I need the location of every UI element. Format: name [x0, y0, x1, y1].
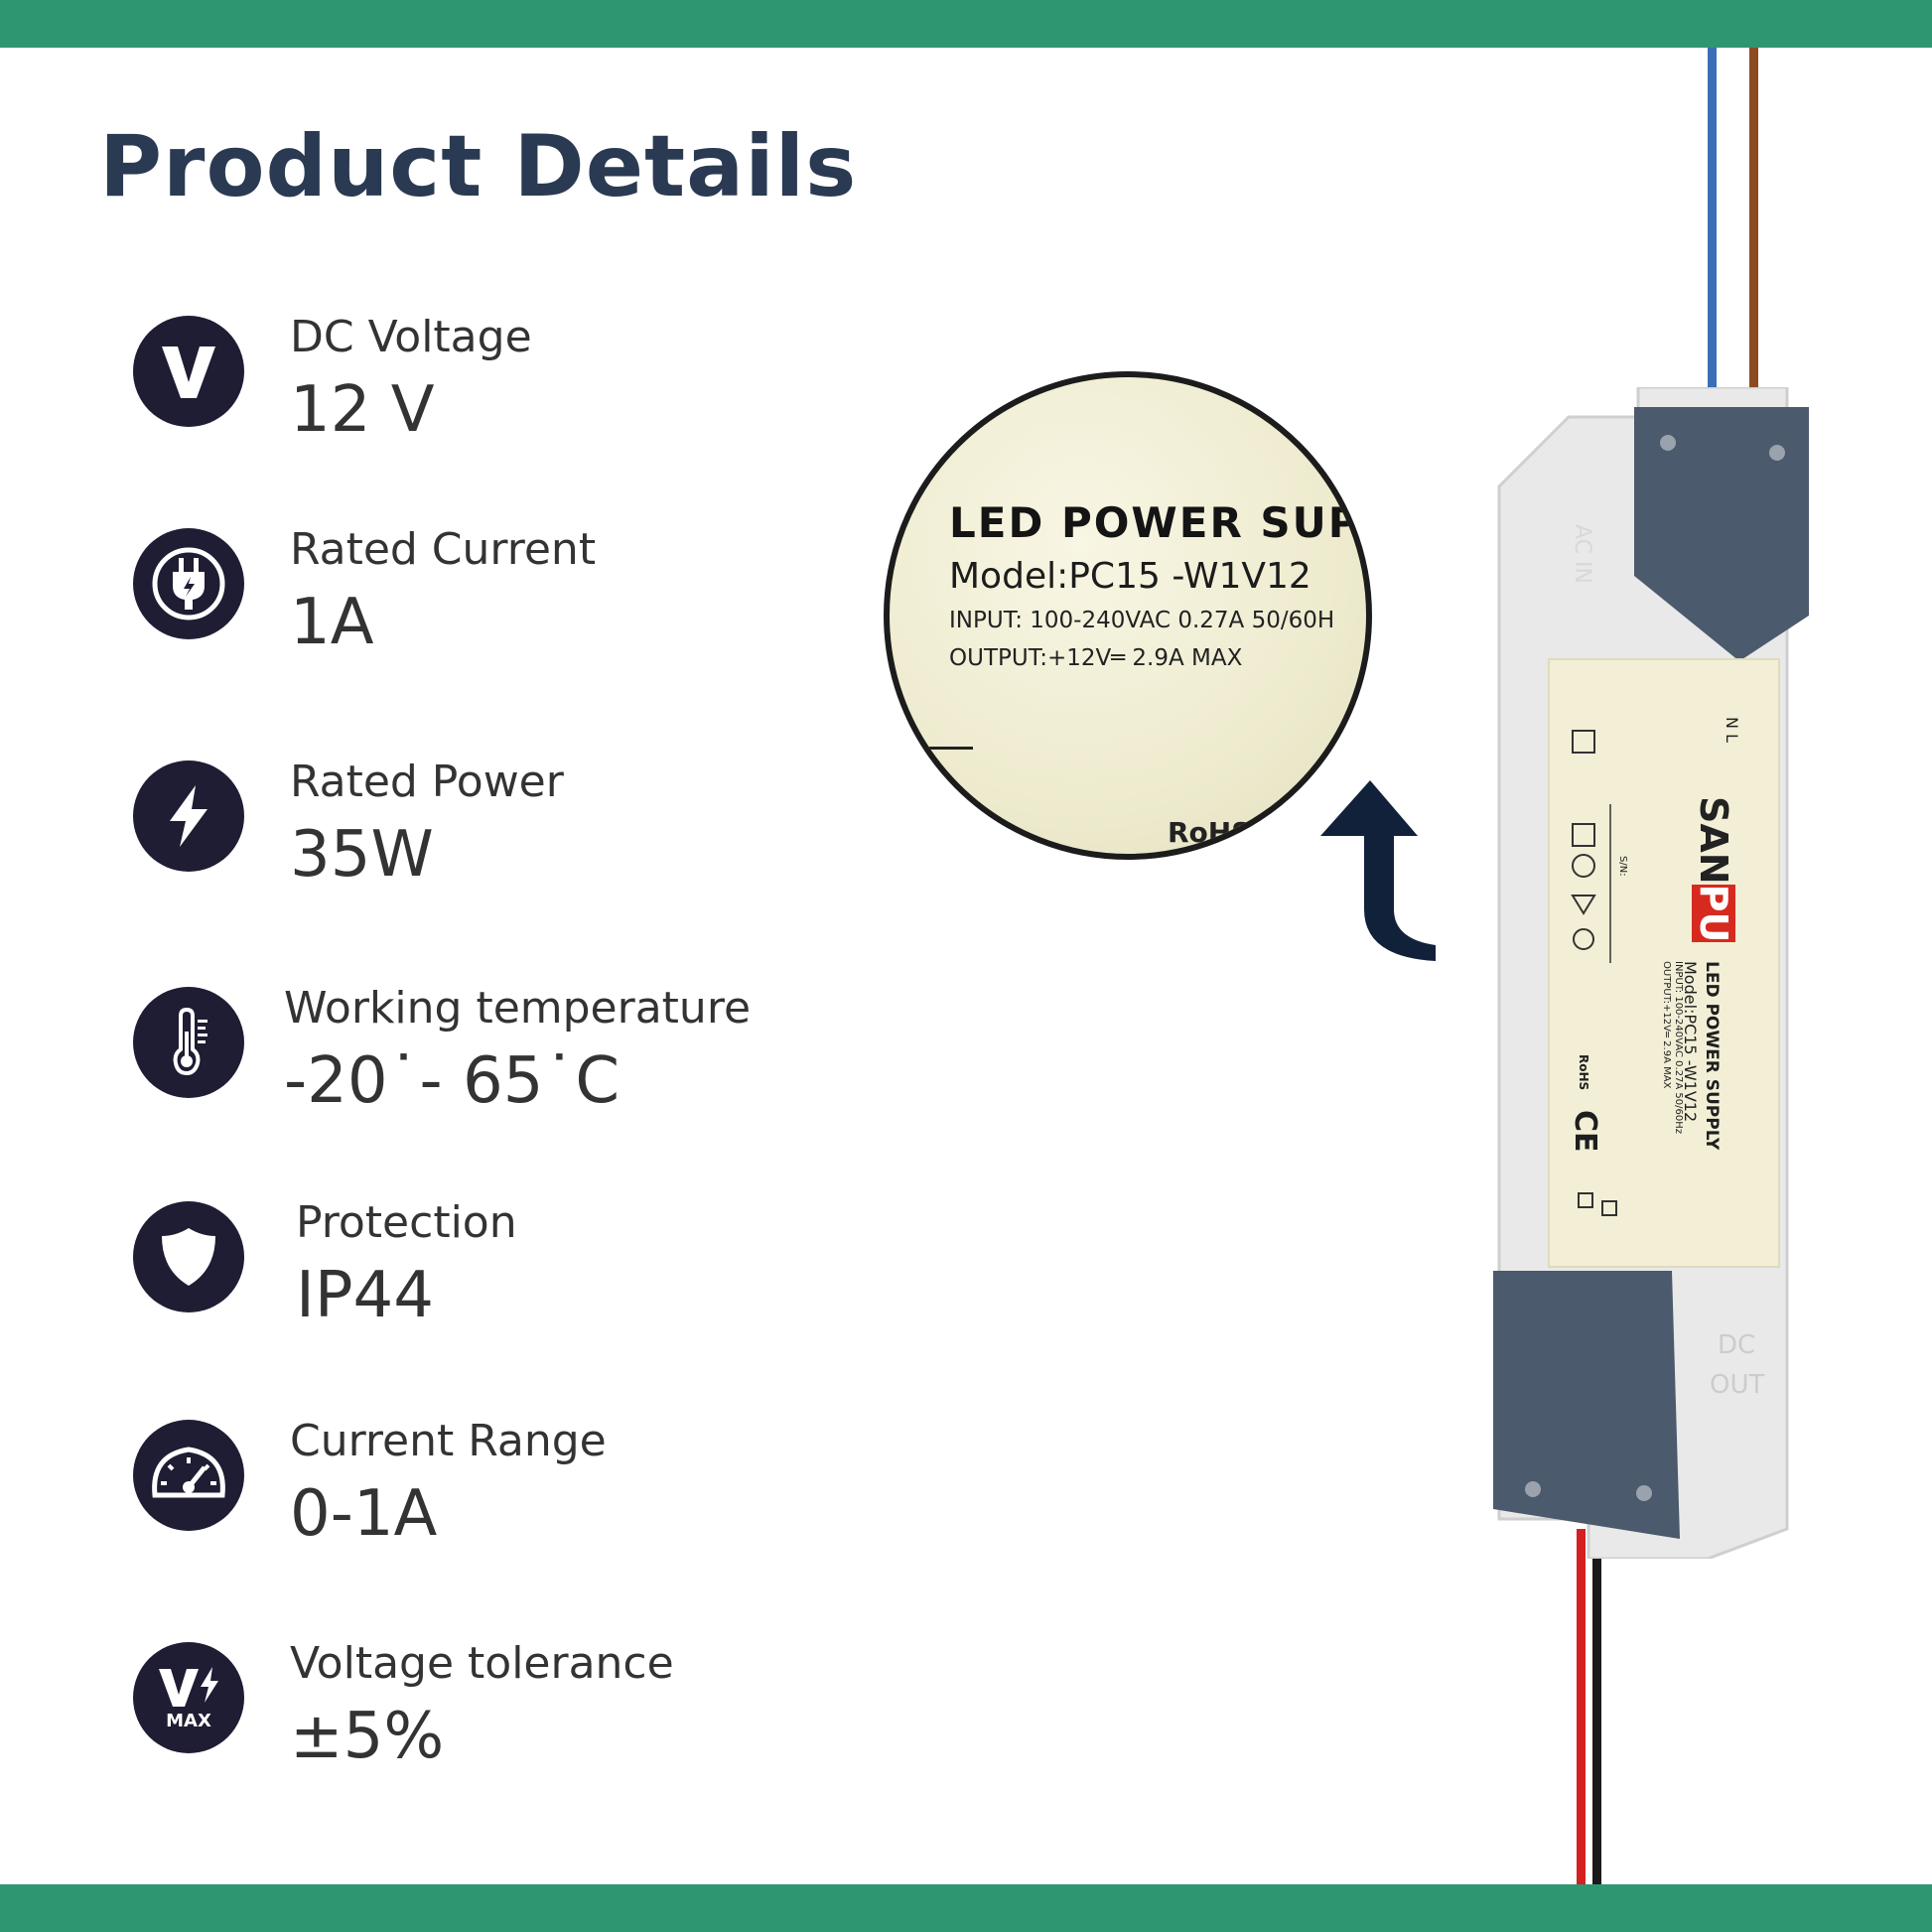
bottom-accent-band	[0, 1884, 1932, 1932]
voltage-max-icon: MAX	[133, 1642, 244, 1753]
magnified-divider	[929, 747, 973, 750]
spec-label: Current Range	[290, 1416, 607, 1466]
magnified-model: Model:PC15 -W1V12	[949, 556, 1311, 597]
spec-value: 0-1A	[290, 1477, 438, 1551]
device-title: LED POWER SUPPLY	[1702, 961, 1722, 1151]
voltage-v-icon	[133, 316, 244, 427]
spec-value: IP44	[296, 1259, 434, 1332]
spec-label: Protection	[296, 1197, 517, 1248]
device-sn: S/N:	[1617, 856, 1628, 877]
spec-dc-voltage: DC Voltage 12 V	[0, 312, 854, 455]
spec-value: 35W	[290, 818, 434, 892]
spec-value: 1A	[290, 586, 374, 659]
device-rohs: RoHS	[1577, 1054, 1590, 1091]
magnified-output: OUTPUT:+12V═ 2.9A MAX	[949, 645, 1243, 671]
lightning-bolt-icon	[133, 760, 244, 872]
power-supply-device	[1493, 387, 1809, 1559]
label-magnifier: LED POWER SUPI Model:PC15 -W1V12 INPUT: …	[884, 371, 1372, 860]
page-title: Product Details	[99, 117, 858, 216]
device-output: OUTPUT:+12V═ 2.9A MAX	[1661, 961, 1672, 1089]
spec-label: Working temperature	[284, 983, 752, 1034]
shield-icon	[133, 1201, 244, 1312]
plug-icon	[133, 528, 244, 639]
spec-current-range: Current Range 0-1A	[0, 1416, 854, 1559]
spec-value: -20˙- 65˙C	[284, 1044, 621, 1118]
spec-voltage-tolerance: MAX Voltage tolerance ±5%	[0, 1638, 854, 1781]
spec-value: ±5%	[290, 1700, 445, 1773]
brand-part-b: PU	[1692, 884, 1735, 943]
spec-rated-power: Rated Power 35W	[0, 757, 854, 899]
speedometer-icon	[133, 1420, 244, 1531]
max-badge-text: MAX	[166, 1710, 211, 1731]
spec-label: DC Voltage	[290, 312, 532, 362]
magnified-rohs: RoHS	[1168, 816, 1252, 849]
device-dc-label: DC	[1718, 1330, 1756, 1360]
spec-protection: Protection IP44	[0, 1197, 854, 1340]
spec-label: Rated Current	[290, 524, 597, 575]
brand-part-a: SAN	[1692, 796, 1735, 885]
top-accent-band	[0, 0, 1932, 48]
brown-wire	[1749, 48, 1758, 417]
spec-label: Voltage tolerance	[290, 1638, 674, 1689]
device-input: INPUT: 100-240VAC 0.27A 50/60Hz	[1673, 961, 1684, 1135]
device-ce-mark: CE	[1568, 1110, 1602, 1153]
spec-working-temperature: Working temperature -20˙- 65˙C	[0, 983, 854, 1126]
thermometer-icon	[133, 987, 244, 1098]
magnified-input: INPUT: 100-240VAC 0.27A 50/60H	[949, 608, 1335, 633]
blue-wire	[1708, 48, 1717, 417]
black-wire	[1592, 1529, 1601, 1884]
magnified-title: LED POWER SUPI	[949, 498, 1372, 547]
device-ac-in: AC IN	[1570, 524, 1594, 584]
spec-rated-current: Rated Current 1A	[0, 524, 854, 667]
spec-value: 12 V	[290, 373, 435, 447]
pointer-arrow-icon	[1320, 780, 1436, 961]
device-out-label: OUT	[1710, 1370, 1765, 1400]
device-terminals: N L	[1723, 717, 1741, 743]
red-wire	[1577, 1529, 1586, 1884]
device-brand: SANPU	[1692, 796, 1735, 943]
spec-label: Rated Power	[290, 757, 564, 807]
